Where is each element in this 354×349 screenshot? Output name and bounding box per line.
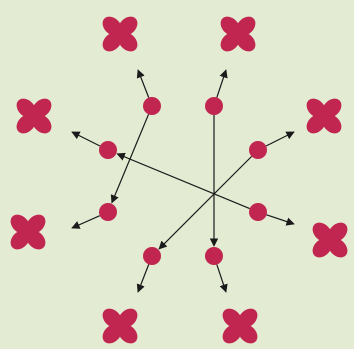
edges-layer <box>112 114 252 249</box>
network-node <box>249 203 267 221</box>
network-node <box>143 247 161 265</box>
outer-arrow <box>217 70 226 97</box>
network-node <box>205 97 223 115</box>
outer-arrow <box>72 216 100 228</box>
four-petal-flower-icon <box>3 85 65 147</box>
network-node <box>249 141 267 159</box>
outer-arrow <box>138 264 149 292</box>
network-node <box>99 203 117 221</box>
four-petal-flower-icon <box>89 3 151 65</box>
outer-arrow <box>266 132 294 146</box>
network-node <box>143 97 161 115</box>
four-petal-flower-icon <box>293 85 354 147</box>
inner-edge-arrow <box>159 156 252 249</box>
four-petal-flower-icon <box>207 3 269 65</box>
outer-arrow <box>138 70 149 98</box>
four-petal-flower-icon <box>299 209 354 271</box>
four-petal-flower-icon <box>89 295 151 349</box>
four-petal-flower-icon <box>0 201 59 263</box>
network-node <box>99 141 117 159</box>
outer-arrow <box>267 215 294 224</box>
network-node <box>205 247 223 265</box>
outer-arrow <box>217 265 226 292</box>
flower-icons-layer <box>0 3 354 349</box>
outer-arrow <box>72 132 100 146</box>
inner-edge-arrow <box>117 154 249 209</box>
four-petal-flower-icon <box>209 295 271 349</box>
